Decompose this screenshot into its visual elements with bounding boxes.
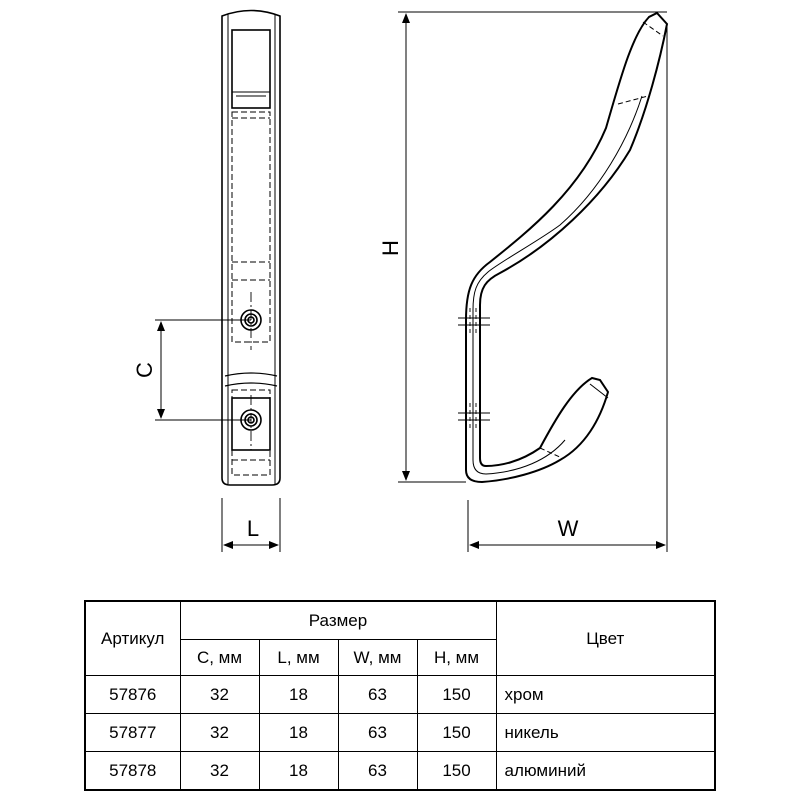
header-l: L, мм [258,639,339,676]
hook-outline [465,11,669,484]
cell-h: 150 [416,751,497,791]
dimension-c-label: C [132,362,157,378]
cell-l: 18 [258,713,339,752]
cell-h: 150 [416,675,497,714]
dimension-h [398,11,667,483]
cell-color: хром [495,675,716,714]
cell-article: 57877 [84,713,181,752]
cell-color: никель [495,713,716,752]
dimension-h-label: H [378,240,403,256]
front-view [221,9,281,486]
cell-w: 63 [337,713,418,752]
cell-c: 32 [179,675,260,714]
spec-table: Артикул Размер Цвет C, мм L, мм W, мм H,… [84,600,716,791]
dimension-c [155,319,251,421]
dimension-w-label: W [558,516,579,541]
dimension-l-label: L [247,516,259,541]
header-h: H, мм [416,639,497,676]
side-view [458,11,669,484]
cell-article: 57876 [84,675,181,714]
header-color: Цвет [495,600,716,676]
dimension-w [467,26,668,552]
table-row: 57876 32 18 63 150 хром [84,675,716,714]
cell-l: 18 [258,751,339,791]
cell-c: 32 [179,751,260,791]
cell-h: 150 [416,713,497,752]
header-c: C, мм [179,639,260,676]
cell-w: 63 [337,751,418,791]
header-size: Размер [179,600,497,640]
front-view-outline [221,9,281,486]
cell-l: 18 [258,675,339,714]
header-article: Артикул [84,600,181,676]
cell-article: 57878 [84,751,181,791]
table-header-row: Артикул Размер Цвет [84,600,716,676]
hook-technical-drawing: C L H [132,9,669,552]
table-row: 57878 32 18 63 150 алюминий [84,751,716,791]
cell-w: 63 [337,675,418,714]
table-row: 57877 32 18 63 150 никель [84,713,716,752]
dimension-l [221,498,281,552]
bottom-pocket [231,397,271,451]
cell-color: алюминий [495,751,716,791]
header-w: W, мм [337,639,418,676]
table-subheader-row: C, мм L, мм W, мм H, мм [85,639,715,676]
top-pocket [231,29,271,109]
cell-c: 32 [179,713,260,752]
